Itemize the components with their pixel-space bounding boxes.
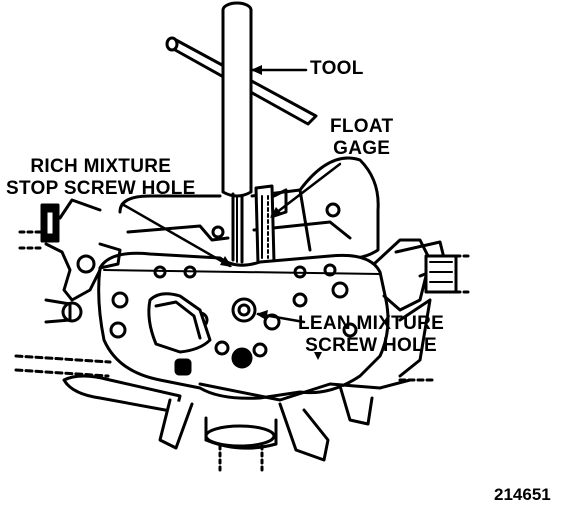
carburetor-body [97,251,390,400]
float-gage [254,184,288,266]
label-float-gage-line1: FLOAT [330,116,394,137]
label-rich-mixture-line1: RICH MIXTURE [30,156,172,177]
label-float-gage-line2: GAGE [333,138,391,159]
label-tool: TOOL [310,58,364,80]
leader-arrowheads [220,65,322,360]
label-lean-mixture-line2: SCREW HOLE [305,335,437,356]
left-linkage [18,198,122,324]
right-linkage [372,238,470,378]
label-rich-mixture-line2: STOP SCREW HOLE [6,178,196,199]
label-rich-mixture: RICH MIXTURE STOP SCREW HOLE [6,156,196,200]
base-plate [14,354,434,472]
label-float-gage: FLOAT GAGE [330,116,393,160]
label-lean-mixture-line1: LEAN MIXTURE [298,313,445,334]
label-tool-text: TOOL [310,58,364,79]
tool-shaft [221,1,253,264]
label-lean-mixture: LEAN MIXTURE SCREW HOLE [298,313,444,357]
figure-number: 214651 [494,485,551,504]
